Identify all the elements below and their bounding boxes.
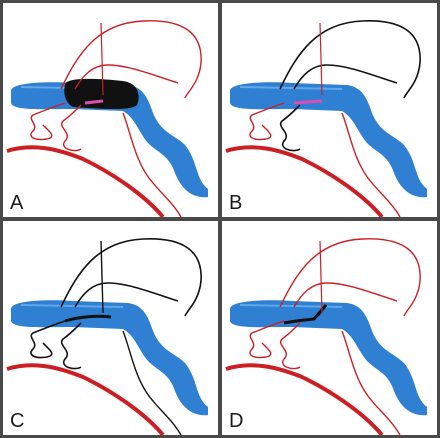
panel-label-d: D: [229, 410, 244, 432]
fistula: [64, 314, 112, 323]
artery-upper-branch: [293, 282, 398, 308]
pink-segment: [293, 99, 323, 105]
artery-upper-branch: [74, 282, 179, 308]
artery-vertical: [100, 22, 104, 96]
artery-upper-loop: [279, 238, 421, 317]
artery-feeder-left: [249, 320, 285, 359]
artery-main: [6, 145, 165, 217]
diagram-b: [225, 20, 427, 217]
thrombus: [64, 78, 139, 109]
artery-feeder-left: [30, 320, 66, 359]
vein-highlight: [239, 86, 343, 90]
artery-feeder-mid: [60, 322, 82, 370]
artery-feeder-mid: [60, 104, 82, 152]
artery-lower-thin: [341, 330, 401, 435]
artery-upper-loop: [60, 20, 202, 99]
panel-a: A: [3, 3, 218, 217]
artery-feeder-mid: [279, 104, 301, 152]
diagram-d: [225, 238, 427, 435]
artery-feeder-left: [30, 102, 66, 141]
artery-vertical: [319, 22, 323, 96]
artery-upper-loop: [60, 238, 202, 317]
panel-label-b: B: [229, 192, 243, 214]
panel-label-c: C: [10, 410, 25, 432]
panel-d: D: [222, 221, 437, 435]
artery-main: [6, 363, 165, 435]
diagram-a: [6, 20, 208, 217]
vein: [230, 300, 427, 416]
vein: [230, 82, 427, 198]
diagram-c: [6, 238, 208, 435]
vein-highlight: [20, 304, 124, 308]
artery-feeder-left: [249, 102, 285, 141]
artery-main: [225, 145, 384, 217]
artery-vertical: [319, 240, 323, 314]
panel-label-a: A: [10, 192, 24, 214]
panel-b: B: [222, 3, 437, 217]
artery-upper-branch: [74, 64, 179, 90]
artery-lower-thin: [341, 112, 401, 217]
pink-segment: [84, 99, 104, 105]
artery-upper-branch: [293, 64, 398, 90]
artery-lower-thin: [122, 112, 182, 217]
artery-lower-thin: [122, 330, 182, 435]
vein: [11, 300, 208, 416]
artery-feeder-mid: [279, 322, 301, 370]
residual-shunt: [283, 304, 328, 325]
artery-upper-loop: [279, 20, 421, 99]
artery-vertical: [100, 240, 104, 314]
artery-main: [225, 363, 384, 435]
panel-c: C: [3, 221, 218, 435]
